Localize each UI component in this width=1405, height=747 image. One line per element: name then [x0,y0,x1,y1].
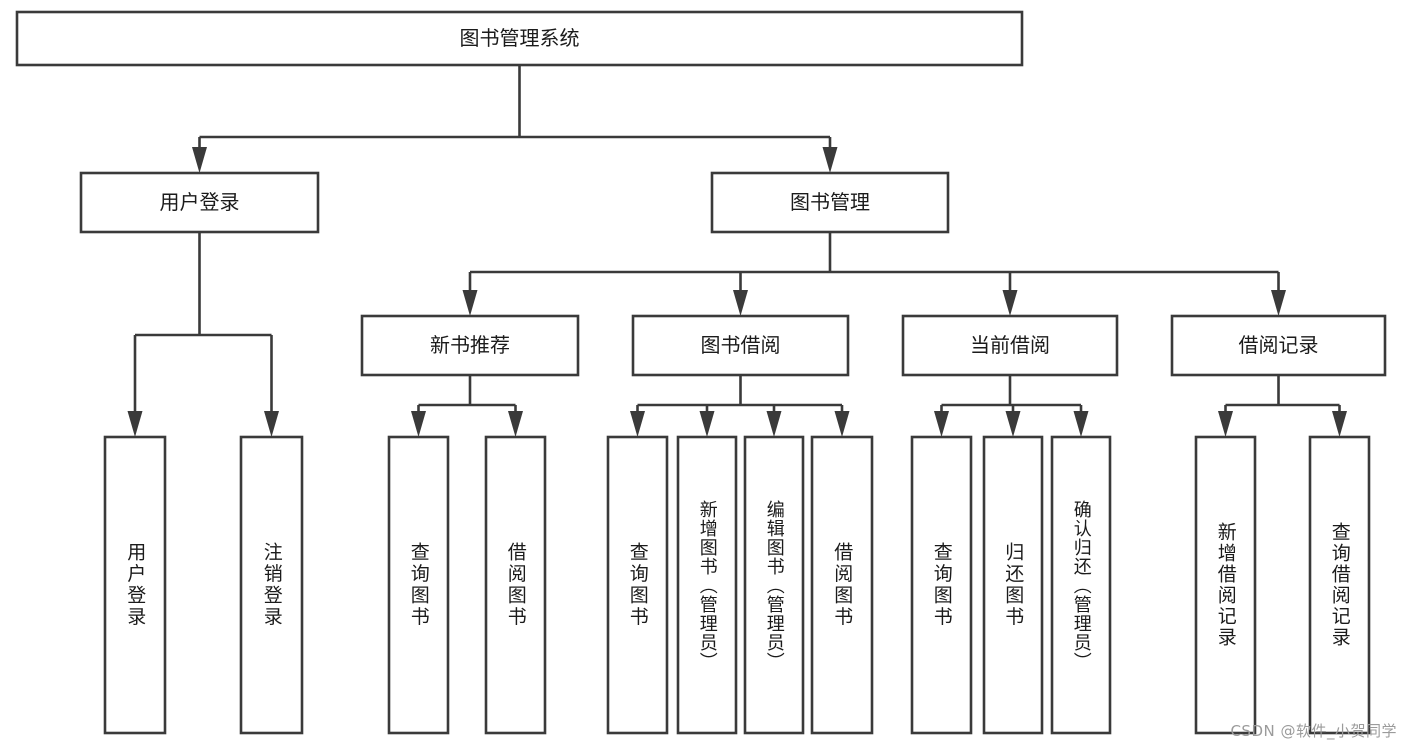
node-new-book-recommend[interactable]: 新书推荐 [360,314,580,377]
arrow-to-leaf-query-book-recommend-head [411,411,426,437]
node-box-root [15,10,1024,67]
arrow-to-leaf-query-book-borrow-head [630,411,645,437]
node-leaf-query-borrow-record[interactable] [1308,435,1371,735]
node-box-leaf-return-book [982,435,1044,735]
node-box-leaf-add-borrow-record [1194,435,1257,735]
arrow-to-user-login-head [192,147,207,173]
node-leaf-query-book-current[interactable] [910,435,973,735]
node-root[interactable]: 图书管理系统 [15,10,1024,67]
arrow-to-book-manage-head [822,147,838,173]
node-box-new-book-recommend [360,314,580,377]
node-box-book-manage [710,171,950,234]
node-label-book-borrow: 图书借阅 [701,333,781,357]
node-box-leaf-borrow-book [810,435,874,735]
arrow-to-leaf-return-book-head [1005,411,1021,437]
node-label-current-borrow: 当前借阅 [970,333,1050,357]
node-box-leaf-query-book-current [910,435,973,735]
node-box-user-login [79,171,320,234]
arrow-to-new-book-recommend-head [462,290,478,316]
arrow-to-leaf-query-borrow-record-head [1332,411,1347,437]
node-leaf-query-book-recommend[interactable] [387,435,450,735]
node-label-root: 图书管理系统 [460,26,580,50]
arrow-to-leaf-edit-book-head [766,411,782,437]
node-leaf-user-login[interactable] [103,435,167,735]
arrow-to-book-borrow-head [733,290,748,316]
node-leaf-edit-book[interactable] [743,435,805,735]
node-box-leaf-query-borrow-record [1308,435,1371,735]
arrow-to-leaf-logout-head [264,411,279,437]
node-box-leaf-add-book [676,435,738,735]
node-box-leaf-borrow-book-recommend [484,435,547,735]
arrow-to-leaf-borrow-book-head [834,411,850,437]
node-label-book-manage: 图书管理 [790,190,870,214]
arrow-to-leaf-confirm-return-head [1073,411,1089,437]
node-box-borrow-record [1170,314,1387,377]
arrow-to-leaf-user-login-head [127,411,143,437]
node-leaf-confirm-return[interactable] [1050,435,1112,735]
node-box-book-borrow [631,314,850,377]
node-leaf-borrow-book-recommend[interactable] [484,435,547,735]
node-book-borrow[interactable]: 图书借阅 [631,314,850,377]
node-box-leaf-confirm-return [1050,435,1112,735]
arrow-to-borrow-record-head [1271,290,1286,316]
node-leaf-query-book-borrow[interactable] [606,435,669,735]
arrow-to-leaf-borrow-book-recommend-head [508,411,523,437]
node-box-leaf-logout [239,435,304,735]
arrow-to-leaf-query-book-current-head [934,411,949,437]
node-box-leaf-query-book-borrow [606,435,669,735]
arrow-to-leaf-add-borrow-record-head [1218,411,1233,437]
arrow-to-leaf-add-book-head [699,411,715,437]
node-leaf-add-book[interactable] [676,435,738,735]
node-leaf-return-book[interactable] [982,435,1044,735]
node-leaf-logout[interactable] [239,435,304,735]
node-book-manage[interactable]: 图书管理 [710,171,950,234]
node-label-user-login: 用户登录 [160,190,240,214]
arrow-to-current-borrow-head [1002,290,1018,316]
node-leaf-add-borrow-record[interactable] [1194,435,1257,735]
node-label-new-book-recommend: 新书推荐 [430,333,510,357]
node-label-borrow-record: 借阅记录 [1239,333,1319,357]
watermark-text: CSDN @软件_小贺同学 [1230,722,1397,740]
connectors-layer [127,65,1347,437]
node-current-borrow[interactable]: 当前借阅 [901,314,1119,377]
node-borrow-record[interactable]: 借阅记录 [1170,314,1387,377]
node-leaf-borrow-book[interactable] [810,435,874,735]
node-box-leaf-user-login [103,435,167,735]
node-user-login[interactable]: 用户登录 [79,171,320,234]
node-box-leaf-query-book-recommend [387,435,450,735]
node-box-leaf-edit-book [743,435,805,735]
node-box-current-borrow [901,314,1119,377]
